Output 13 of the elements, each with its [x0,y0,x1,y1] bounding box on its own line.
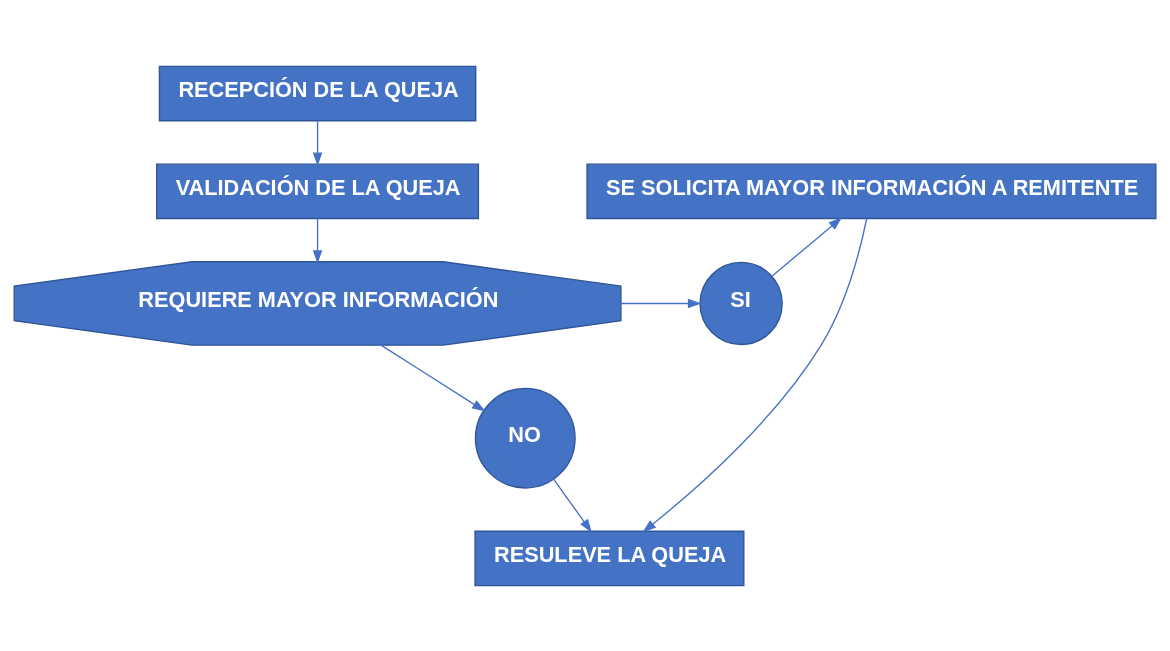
arrow [642,217,868,532]
node-box: RESULEVE LA QUEJA [474,530,745,586]
node-box: SE SOLICITA MAYOR INFORMACIÓN A REMITENTE [586,163,1157,219]
arrow [620,298,702,308]
node-box: RECEPCIÓN DE LA QUEJA [158,65,477,121]
arrow [771,216,843,277]
node-circle: SI [699,261,783,345]
node-circle: NO [474,387,576,489]
arrow [380,343,486,412]
arrow [312,217,323,264]
arrow [553,478,592,533]
arrow [312,119,323,166]
node-box: VALIDACIÓN DE LA QUEJA [156,163,480,219]
